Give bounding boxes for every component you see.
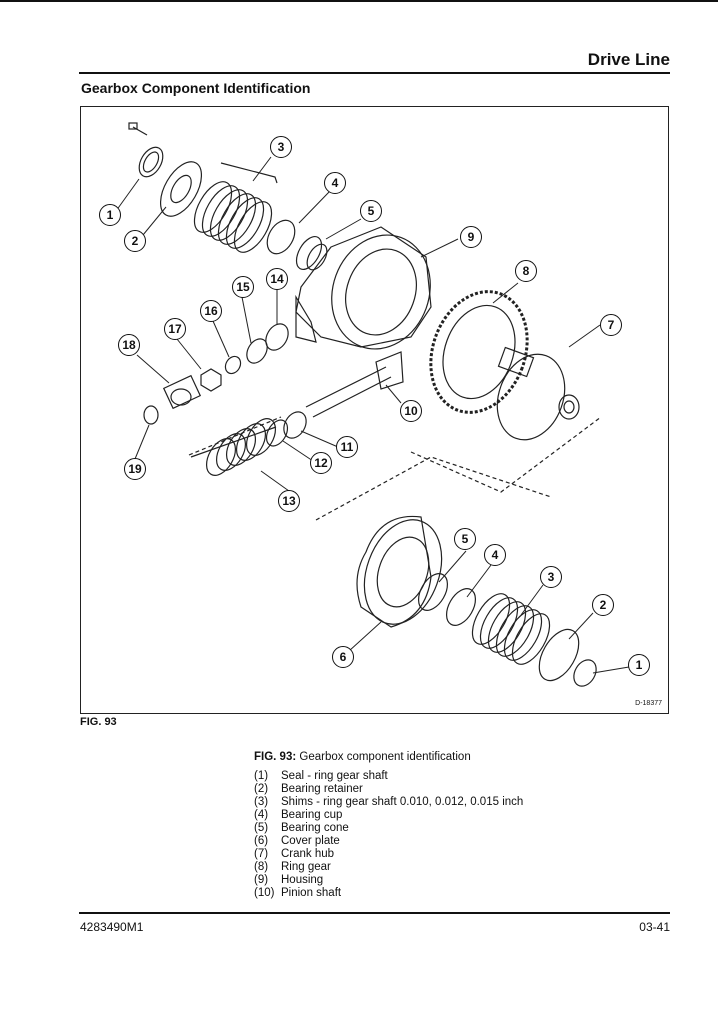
top-rule [0,0,718,2]
callout-18: 18 [118,334,140,356]
callout-1: 1 [628,654,650,676]
legend-label: Shims - ring gear shaft 0.010, 0.012, 0.… [281,796,524,808]
callout-9: 9 [460,226,482,248]
callout-2: 2 [592,594,614,616]
legend-number: (7) [254,848,269,860]
cover-plate [356,515,443,628]
pinion-bearing-cup [265,419,289,447]
callout-12: 12 [310,452,332,474]
pinion-bearing-cup-rear [265,323,289,351]
crank-hub [496,346,580,441]
callout-2: 2 [124,230,146,252]
legend-item: (1) Seal - ring gear shaft [254,770,523,783]
legend-item: (8) Ring gear [254,861,523,874]
legend-item: (2) Bearing retainer [254,783,523,796]
title-rule [79,72,670,74]
page-heading: Gearbox Component Identification [81,80,311,96]
callout-5: 5 [454,528,476,550]
legend-label: Crank hub [281,848,335,860]
legend-item: (3) Shims - ring gear shaft 0.010, 0.012,… [254,796,523,809]
callout-6: 6 [332,646,354,668]
callout-8: 8 [515,260,537,282]
callout-16: 16 [200,300,222,322]
pinion-retainer [162,374,202,410]
bearing-cup-upper [266,219,296,255]
legend-number: (1) [254,770,269,782]
bearing-cone-lower [417,573,449,611]
drawing-id: D-18377 [635,700,662,707]
shims-upper [193,162,278,253]
legend-number: (2) [254,783,269,795]
pinion-nut [200,368,222,392]
shims-lower [471,593,551,665]
legend-number: (3) [254,796,269,808]
legend-item: (7) Crank hub [254,848,523,861]
legend-item: (4) Bearing cup [254,809,523,822]
bearing-cup-lower [445,588,477,626]
legend-item: (6) Cover plate [254,835,523,848]
figure-label: FIG. 93 [80,716,117,728]
legend-item: (5) Bearing cone [254,822,523,835]
shims-pinion [190,418,277,476]
legend-label: Bearing cup [281,809,343,821]
bolt-top [128,122,148,136]
legend-label: Cover plate [281,835,340,847]
callout-14: 14 [266,268,288,290]
legend-label: Bearing retainer [281,783,363,795]
callout-5: 5 [360,200,382,222]
document-number: 4283490M1 [80,920,144,934]
legend-number: (4) [254,809,269,821]
callout-10: 10 [400,400,422,422]
callout-13: 13 [278,490,300,512]
bearing-retainer-upper [159,161,203,217]
pinion-shaft [305,351,404,418]
parts-legend: (1) Seal - ring gear shaft (2) Bearing reta… [254,770,523,900]
bottom-rule [79,912,670,914]
callout-1: 1 [99,204,121,226]
callout-11: 11 [336,436,358,458]
legend-item: (9) Housing [254,874,523,887]
seal-lower [573,659,597,687]
section-title: Drive Line [587,50,670,69]
gearbox-exploded-drawing [115,122,630,687]
callout-4: 4 [324,172,346,194]
callout-17: 17 [164,318,186,340]
callout-3: 3 [270,136,292,158]
callout-7: 7 [600,314,622,336]
legend-number: (9) [254,874,269,886]
callout-19: 19 [124,458,146,480]
callout-15: 15 [232,276,254,298]
housing [295,226,432,350]
bearing-retainer-lower [538,628,580,682]
legend-number: (5) [254,822,269,834]
callout-3: 3 [540,566,562,588]
legend-label: Housing [281,874,324,886]
pinion-washer [224,355,242,375]
pinion-bearing-cone-rear [246,338,268,364]
legend-label: Ring gear [281,861,331,873]
legend-number: (8) [254,861,269,873]
pinion-bearing [283,411,307,439]
callout-4: 4 [484,544,506,566]
legend-number: (6) [254,835,269,847]
legend-label: Pinion shaft [281,887,342,899]
seal-upper [138,146,164,178]
page-number: 03-41 [639,920,670,934]
pinion-seal [143,405,159,425]
legend-number: (10) [254,887,275,899]
legend-label: Bearing cone [281,822,349,834]
ring-gear [429,290,529,414]
legend-label: Seal - ring gear shaft [281,770,388,782]
caption-text: Gearbox component identification [299,751,471,763]
figure-caption: FIG. 93: Gearbox component identificatio… [254,751,471,763]
bearing-cone-upper [295,236,323,270]
caption-prefix: FIG. 93: [254,751,297,763]
legend-item: (10) Pinion shaft [254,887,523,900]
